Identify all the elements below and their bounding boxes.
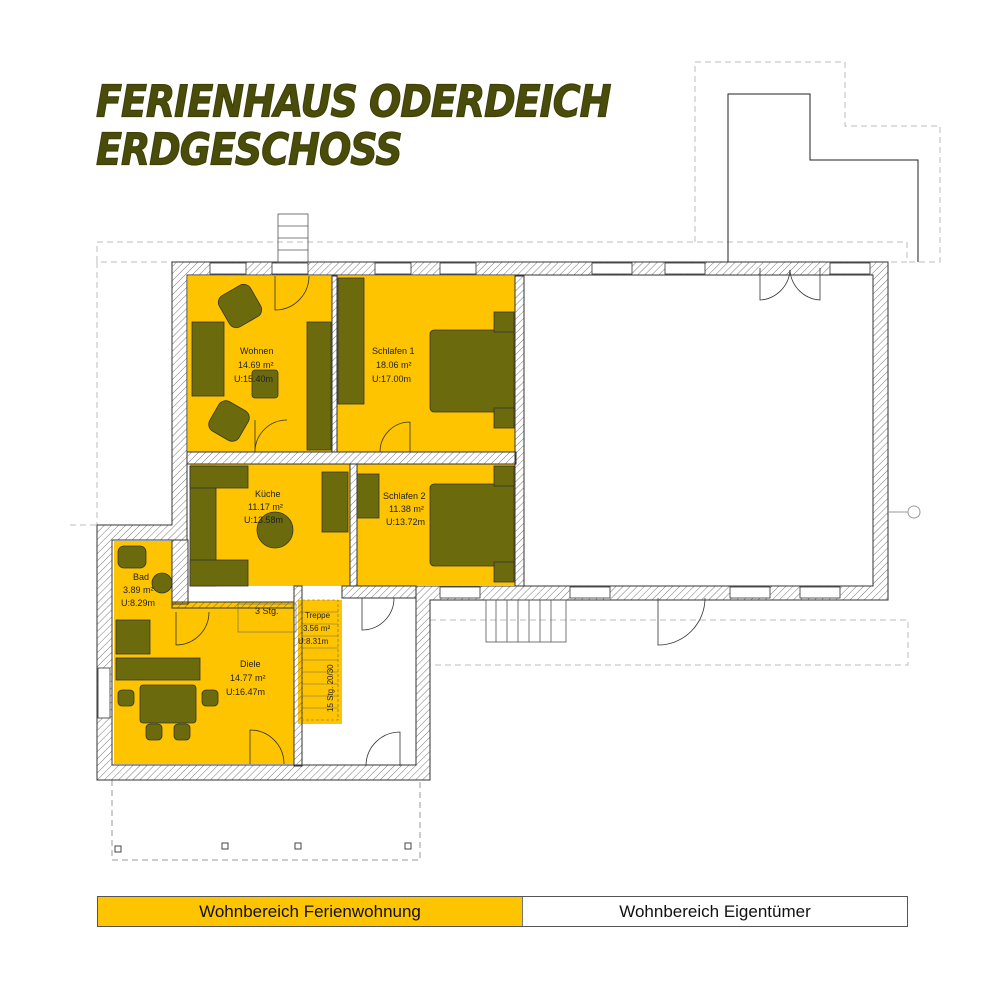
interior-walls bbox=[171, 275, 525, 767]
armchair-top bbox=[217, 283, 263, 329]
treppe-steps: 15 Stg. 20/30 bbox=[326, 664, 335, 712]
wardrobe-wohnen bbox=[306, 321, 332, 451]
toilet bbox=[117, 545, 147, 569]
inner-stair bbox=[237, 599, 339, 721]
treppe-name: Treppe bbox=[305, 611, 331, 620]
entry-marker bbox=[888, 505, 921, 519]
bad-name: Bad bbox=[133, 572, 149, 582]
legend: Wohnbereich Ferienwohnung Wohnbereich Ei… bbox=[97, 896, 908, 927]
wardrobe-schlafen2 bbox=[356, 473, 380, 519]
title-line-1: Ferienhaus Oderdeich bbox=[95, 75, 611, 127]
schlafen1-area: 18.06 m² bbox=[376, 360, 412, 370]
wohnen-name: Wohnen bbox=[240, 346, 273, 356]
legend-owner: Wohnbereich Eigentümer bbox=[523, 897, 907, 926]
armchair-bottom bbox=[208, 400, 250, 442]
kueche-perimeter: U:13.58m bbox=[244, 515, 283, 525]
bad-area: 3.89 m² bbox=[123, 585, 154, 595]
schlafen1-name: Schlafen 1 bbox=[372, 346, 415, 356]
side-table bbox=[251, 369, 279, 399]
annex-outline bbox=[727, 93, 919, 262]
wohnen-perimeter: U:15.40m bbox=[234, 374, 273, 384]
terrace-lower bbox=[111, 780, 421, 861]
furniture bbox=[115, 277, 515, 741]
dining-table bbox=[139, 684, 197, 724]
windows bbox=[97, 262, 871, 719]
room-treppe-area bbox=[298, 600, 342, 724]
dining-table-round bbox=[256, 511, 294, 549]
wardrobe-schlafen1 bbox=[337, 277, 365, 405]
kueche-name: Küche bbox=[255, 489, 281, 499]
bed-schlafen2 bbox=[429, 483, 515, 567]
kitchen-cabinet bbox=[321, 471, 349, 533]
diele-name: Diele bbox=[240, 659, 261, 669]
sofa bbox=[191, 321, 225, 397]
legend-guest: Wohnbereich Ferienwohnung bbox=[98, 897, 523, 926]
outside-stairs bbox=[277, 213, 567, 643]
schlafen2-area: 11.38 m² bbox=[389, 504, 424, 514]
stair-small-label: 3 Stg. bbox=[255, 606, 279, 616]
treppe-perimeter: U:8.31m bbox=[298, 637, 329, 646]
treppe-area: 3.56 m² bbox=[303, 624, 330, 633]
kueche-area: 11.17 m² bbox=[248, 502, 283, 512]
sideboard bbox=[115, 657, 201, 681]
outer-walls bbox=[96, 261, 889, 781]
room-labels: Wohnen 14.69 m² U:15.40m Schlafen 1 18.0… bbox=[121, 346, 426, 712]
diele-area: 14.77 m² bbox=[230, 673, 266, 683]
diele-perimeter: U:16.47m bbox=[226, 687, 265, 697]
schlafen1-perimeter: U:17.00m bbox=[372, 374, 411, 384]
sink bbox=[151, 572, 173, 594]
bed-schlafen1 bbox=[429, 329, 515, 413]
bad-perimeter: U:8.29m bbox=[121, 598, 155, 608]
wohnen-area: 14.69 m² bbox=[238, 360, 274, 370]
schlafen2-name: Schlafen 2 bbox=[383, 491, 426, 501]
schlafen2-perimeter: U:13.72m bbox=[386, 517, 425, 527]
doors bbox=[175, 268, 821, 767]
title-line-2: Erdgeschoss bbox=[96, 123, 404, 175]
shower bbox=[115, 619, 151, 655]
